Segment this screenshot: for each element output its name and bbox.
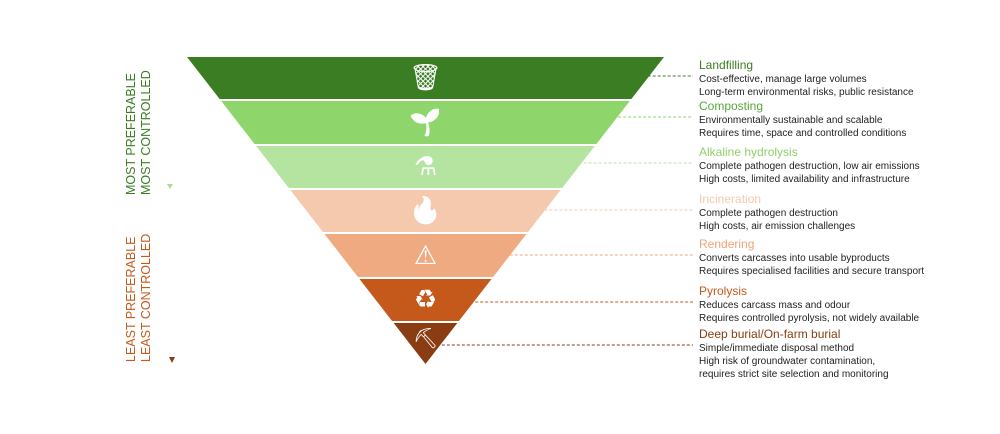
least-preferable-arrowhead: [169, 357, 175, 363]
most-preferable-arrowhead: [167, 184, 173, 189]
layer-advantage: Complete pathogen destruction: [699, 208, 838, 219]
beaker-icon: ⚗: [413, 151, 438, 181]
layer-disadvantage-cont: requires strict site selection and monit…: [699, 369, 889, 380]
layer-advantage: Cost-effective, manage large volumes: [699, 74, 867, 85]
layer-disadvantage: High costs, limited availability and inf…: [699, 174, 910, 185]
pyramid-layer-deep-burial-on-farm-burial: [393, 323, 458, 364]
layer-advantage: Simple/immediate disposal method: [699, 343, 855, 354]
layer-disadvantage: Requires specialised facilities and secu…: [699, 266, 925, 277]
layer-advantage: Complete pathogen destruction, low air e…: [699, 161, 920, 172]
layer-title: Deep burial/On-farm burial: [699, 327, 841, 341]
pyramid-layer-landfilling: [187, 57, 664, 99]
layer-advantage: Environmentally sustainable and scalable: [699, 115, 883, 126]
least-preferable-label: LEAST PREFERABLE LEAST CONTROLLED: [124, 234, 154, 362]
pyramid-layer-pyrolysis: [359, 279, 492, 321]
most-preferable-text: MOST PREFERABLE: [124, 72, 138, 195]
most-controlled-text: MOST CONTROLLED: [139, 70, 153, 195]
layer-advantage: Converts carcasses into usable byproduct…: [699, 253, 890, 264]
fire-icon: 🔥: [409, 195, 442, 225]
layer-disadvantage: Long-term environmental risks, public re…: [699, 87, 914, 98]
layer-title: Alkaline hydrolysis: [699, 145, 798, 159]
thermometer-warning-icon: ⚠: [413, 239, 438, 270]
layer-advantage: Reduces carcass mass and odour: [699, 300, 851, 311]
layer-disadvantage: High costs, air emission challenges: [699, 221, 856, 232]
recycle-leaf-icon: ♻: [413, 284, 438, 314]
pyramid-layer-rendering: [324, 234, 527, 277]
least-preferable-text: LEAST PREFERABLE: [124, 236, 138, 362]
layer-title: Rendering: [699, 237, 755, 251]
layer-title: Landfilling: [699, 58, 754, 72]
layer-title: Composting: [699, 99, 764, 113]
layer-disadvantage: Requires controlled pyrolysis, not widel…: [699, 313, 920, 324]
pyramid-layer-incineration: [290, 190, 561, 232]
most-preferable-label: MOST PREFERABLE MOST CONTROLLED: [124, 70, 154, 195]
least-controlled-text: LEAST CONTROLLED: [139, 233, 153, 362]
layer-disadvantage: High risk of groundwater contamination,: [699, 356, 876, 367]
pyramid-layer-alkaline-hydrolysis: [256, 146, 595, 188]
layer-title: Incineration: [699, 192, 762, 206]
pyramid-layer-composting: [221, 101, 630, 144]
shovel-icon: ⛏: [412, 328, 439, 350]
layer-disadvantage: Requires time, space and controlled cond…: [699, 128, 907, 139]
layer-title: Pyrolysis: [699, 284, 748, 298]
trash-icon: 🗑: [408, 62, 442, 92]
plant-hand-icon: 🌱: [409, 106, 442, 137]
